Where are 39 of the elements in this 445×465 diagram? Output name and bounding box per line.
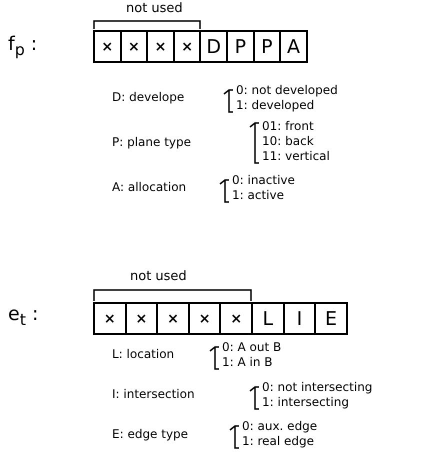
bit-field: P — [252, 30, 282, 63]
field-description: A: allocation — [112, 180, 186, 194]
field-name: f$_{p}$ : — [8, 33, 38, 61]
bracket-label: not used — [130, 270, 187, 284]
bit-field: × — [219, 302, 253, 335]
option-text: 0: aux. edge — [242, 419, 318, 433]
option-text: 0: A out B — [222, 340, 282, 354]
option-text: 1: real edge — [242, 434, 314, 448]
option-text: 0: not intersecting — [262, 380, 372, 394]
bit-field: A — [279, 30, 308, 63]
field-description: I: intersection — [112, 387, 195, 401]
bracket-label: not used — [126, 2, 183, 16]
option-text: 1: intersecting — [262, 395, 349, 409]
field-description: E: edge type — [112, 427, 188, 441]
bit-field: × — [146, 30, 175, 63]
bit-field: × — [93, 30, 122, 63]
field-name: e$_{t}$ : — [8, 303, 38, 331]
field-description: P: plane type — [112, 135, 192, 149]
option-text: 11: vertical — [262, 149, 330, 163]
bit-field: × — [172, 30, 202, 63]
bit-field: L — [251, 302, 285, 335]
bit-field: E — [314, 302, 348, 335]
option-text: 1: A in B — [222, 355, 273, 369]
bit-field: × — [156, 302, 190, 335]
option-text: 1: developed — [236, 98, 314, 112]
option-text: 01: front — [262, 119, 314, 133]
bit-field: I — [282, 302, 316, 335]
bit-field: P — [226, 30, 255, 63]
bit-field: × — [120, 30, 148, 63]
bit-field: × — [93, 302, 127, 335]
field-description: D: develope — [112, 90, 184, 104]
bit-field: D — [199, 30, 228, 63]
option-text: 0: not developed — [236, 83, 338, 97]
option-text: 0: inactive — [232, 173, 295, 187]
bit-field: × — [188, 302, 222, 335]
option-text: 1: active — [232, 188, 284, 202]
bit-field: × — [124, 302, 158, 335]
field-description: L: location — [112, 347, 174, 361]
option-text: 10: back — [262, 134, 314, 148]
